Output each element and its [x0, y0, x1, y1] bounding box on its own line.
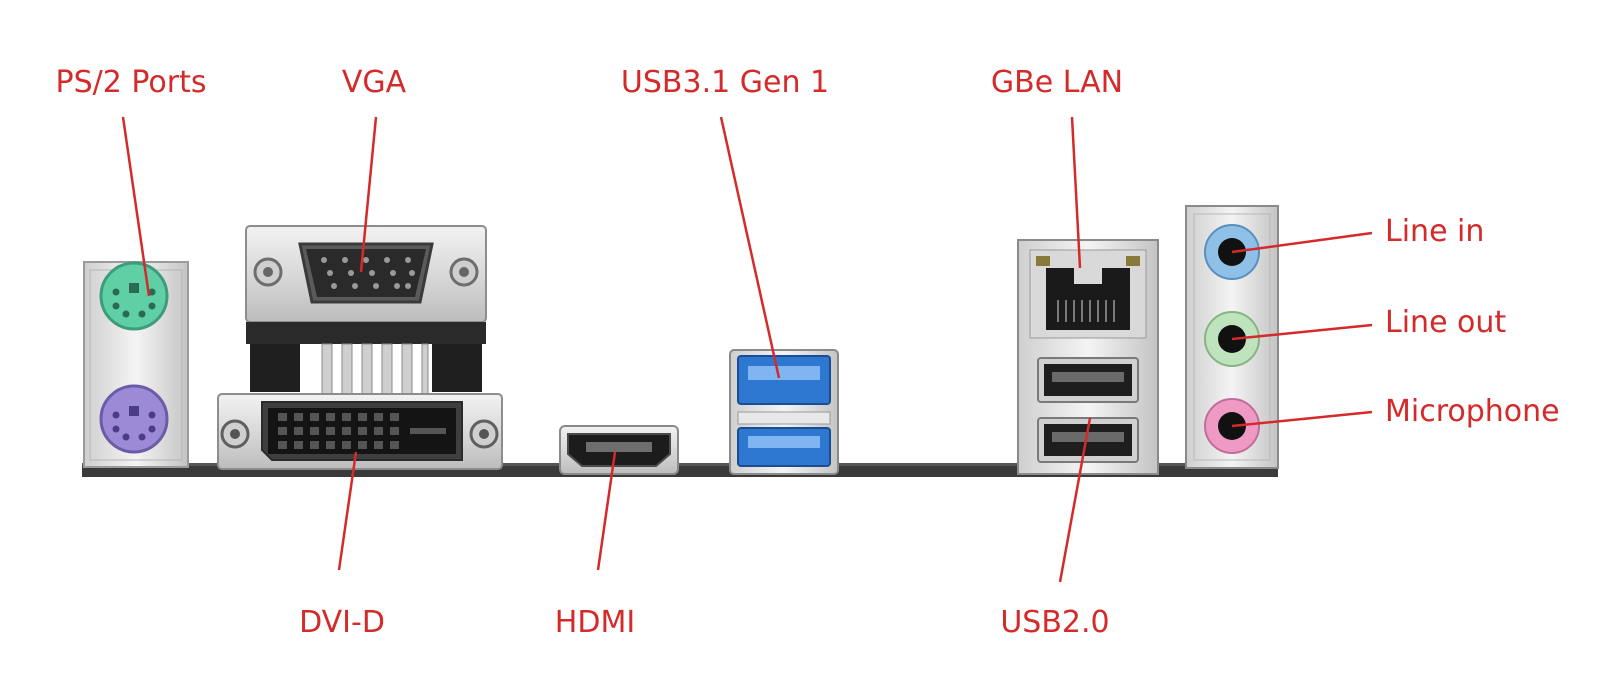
label-dvi-d: DVI-D [299, 605, 385, 640]
label-ps2-ports: PS/2 Ports [55, 65, 207, 100]
callout-line-microphone [1231, 410, 1373, 428]
hdmi-port[interactable] [559, 425, 679, 475]
label-usb20: USB2.0 [1000, 605, 1110, 640]
gbe-lan-port[interactable] [1029, 249, 1147, 339]
label-vga: VGA [341, 65, 407, 100]
callout-line-line-out [1231, 323, 1373, 341]
dvi-d-port[interactable] [217, 393, 503, 470]
ps2-mouse-port[interactable] [99, 384, 169, 454]
label-microphone: Microphone [1385, 394, 1560, 429]
callout-line-vga [359, 116, 378, 273]
label-hdmi: HDMI [554, 605, 636, 640]
usb20-port-top[interactable] [1037, 357, 1139, 403]
ps2-keyboard-port[interactable] [99, 261, 169, 331]
callout-line-hdmi [596, 451, 617, 571]
callout-line-line-in [1231, 231, 1373, 254]
ps2-port-stack [83, 261, 189, 468]
callout-line-usb31 [719, 116, 781, 379]
label-usb31-gen1: USB3.1 Gen 1 [620, 65, 830, 100]
vga-pin-legs [321, 343, 429, 395]
callout-line-ps2 [121, 116, 151, 297]
callout-line-usb20 [1058, 417, 1092, 583]
callout-line-gbe-lan [1070, 116, 1082, 269]
lan-usb2-stack [1017, 239, 1159, 475]
label-line-in: Line in [1385, 214, 1485, 249]
label-gbe-lan: GBe LAN [990, 65, 1124, 100]
usb31-port-stack [729, 349, 839, 475]
label-line-out: Line out [1385, 305, 1507, 340]
callout-line-dvi-d [337, 451, 358, 571]
vga-port[interactable] [245, 225, 487, 323]
